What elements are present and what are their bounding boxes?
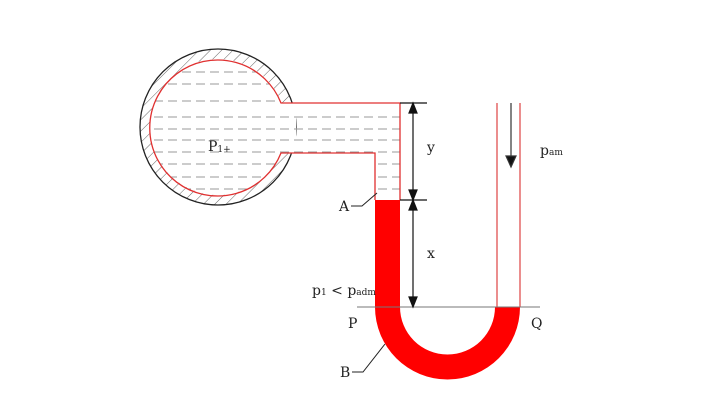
dimension-x — [408, 198, 418, 309]
dimension-y — [400, 101, 427, 202]
point-a-label: A — [338, 199, 350, 215]
vessel-inner-wall — [149, 59, 401, 200]
atm-pressure-arrow — [505, 103, 517, 169]
leader-a — [351, 192, 378, 207]
height-x-label: x — [427, 246, 435, 262]
leader-b — [352, 343, 386, 373]
point-q-label: Q — [531, 316, 542, 332]
point-b-label: B — [340, 365, 350, 381]
height-y-label: y — [426, 140, 435, 156]
manometer-fluid — [375, 200, 520, 380]
atm-pressure-label: pam — [540, 143, 563, 159]
vessel-pressure-label: P1+ — [208, 139, 231, 155]
point-p-label: P — [348, 316, 357, 332]
neck-cover-white — [281, 103, 296, 153]
pressure-condition-label: p1 < padm — [312, 283, 376, 299]
